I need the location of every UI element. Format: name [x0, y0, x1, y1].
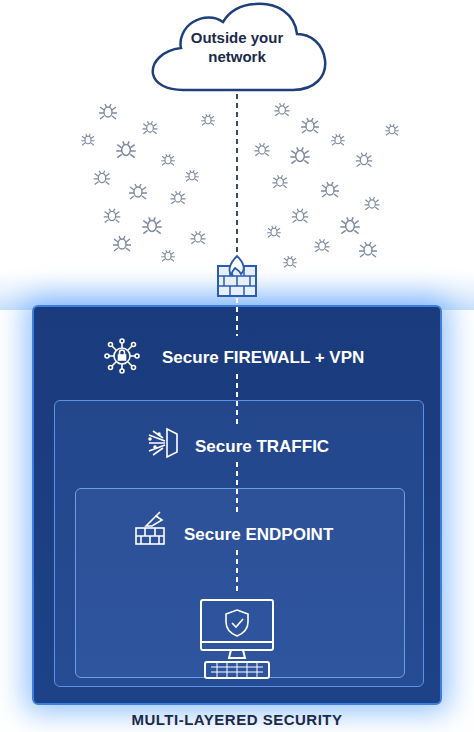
threat-icons	[81, 103, 399, 267]
bug-icon	[385, 124, 399, 135]
bug-icon	[356, 153, 373, 167]
bug-icon	[283, 256, 297, 267]
diagram-caption: MULTI-LAYERED SECURITY	[0, 711, 474, 728]
bug-icon	[116, 141, 136, 157]
bug-icon	[315, 239, 330, 252]
bug-icon	[365, 197, 380, 210]
bug-icon	[161, 154, 175, 165]
bug-icon	[292, 209, 309, 223]
dashed-path	[236, 94, 238, 258]
bug-icon	[171, 191, 186, 204]
bug-icon	[321, 182, 339, 197]
bug-icon	[267, 226, 281, 237]
bug-icon	[340, 217, 360, 233]
network-cloud: Outside your network	[145, 0, 330, 94]
security-layer-box: Secure TRAFFIC Secure ENDPOINT	[54, 400, 424, 687]
computer-icon	[201, 600, 273, 678]
bug-icon	[359, 242, 377, 257]
bug-icon	[255, 143, 270, 156]
brick-wall-icon	[136, 512, 164, 544]
cloud-shape	[153, 4, 325, 90]
bug-icon	[161, 250, 175, 261]
bug-icon	[142, 217, 162, 233]
bug-icon	[290, 147, 310, 163]
firewall-icon	[218, 256, 256, 296]
bug-icon	[201, 114, 215, 125]
security-layer-box: Secure FIREWALL + VPNSecure TRAFFICSecur…	[32, 305, 442, 705]
bug-icon	[185, 170, 199, 181]
bug-icon	[143, 121, 158, 133]
cloud-outline	[145, 0, 330, 94]
network-lock-icon	[105, 339, 139, 373]
bug-icon	[81, 134, 95, 145]
layer-title: Secure TRAFFIC	[195, 436, 405, 457]
layer-title: Secure FIREWALL + VPN	[162, 347, 422, 368]
bug-icon	[275, 103, 290, 116]
bug-icon	[99, 104, 117, 119]
bug-icon	[113, 236, 131, 251]
layer-title: Secure ENDPOINT	[184, 524, 384, 545]
bug-icon	[129, 184, 147, 199]
bug-icon	[191, 231, 206, 244]
bug-icon	[94, 171, 111, 185]
security-layer-box: Secure ENDPOINT	[75, 488, 405, 678]
bug-icon	[331, 134, 345, 145]
cloud-label: Outside your network	[182, 28, 292, 66]
bug-icon	[104, 209, 121, 223]
bug-icon	[273, 175, 288, 188]
bug-icon	[301, 118, 319, 133]
traffic-shield-icon	[149, 429, 177, 457]
glow-band	[0, 270, 474, 310]
dashed-path	[236, 298, 238, 594]
